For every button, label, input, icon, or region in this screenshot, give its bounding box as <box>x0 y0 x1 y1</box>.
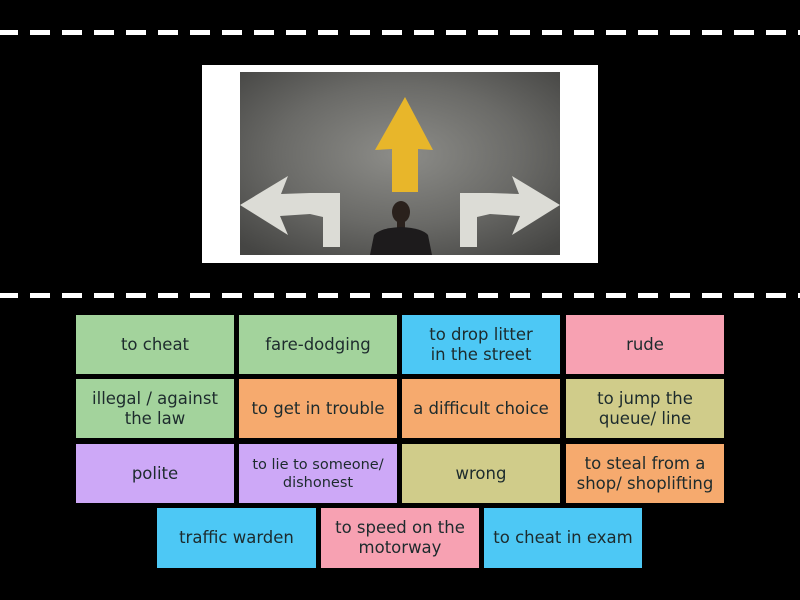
tile-label: illegal / against the law <box>92 388 218 428</box>
tile-to-speed[interactable]: to speed on the motorway <box>321 508 479 568</box>
tile-illegal[interactable]: illegal / against the law <box>76 379 234 438</box>
tile-traffic-warden[interactable]: traffic warden <box>157 508 316 568</box>
tile-polite[interactable]: polite <box>76 444 234 503</box>
man-silhouette <box>370 201 432 255</box>
tile-label: traffic warden <box>179 528 294 547</box>
tile-wrong[interactable]: wrong <box>402 444 560 503</box>
tile-label: to steal from a shop/ shoplifting <box>576 453 714 493</box>
tile-label: to lie to someone/ dishonest <box>252 456 384 491</box>
tile-to-drop-litter[interactable]: to drop litter in the street <box>402 315 560 374</box>
arrows-man-illustration <box>240 72 560 255</box>
tile-label: fare-dodging <box>265 334 371 354</box>
tile-fare-dodging[interactable]: fare-dodging <box>239 315 397 374</box>
tile-label: a difficult choice <box>413 398 549 418</box>
left-arrow-icon <box>240 176 340 247</box>
dashed-divider-bottom <box>0 293 800 298</box>
up-arrow-icon <box>375 97 433 192</box>
tile-label: to speed on the motorway <box>335 518 465 557</box>
tile-rude[interactable]: rude <box>566 315 724 374</box>
tile-label: rude <box>626 334 664 354</box>
tile-label: to jump the queue/ line <box>597 388 693 428</box>
tile-to-steal[interactable]: to steal from a shop/ shoplifting <box>566 444 724 503</box>
tile-label: to cheat in exam <box>493 528 633 547</box>
right-arrow-icon <box>460 176 560 247</box>
tile-label: to cheat <box>120 334 190 354</box>
tile-to-lie[interactable]: to lie to someone/ dishonest <box>239 444 397 503</box>
tile-label: polite <box>131 463 179 483</box>
tile-label: wrong <box>455 463 507 483</box>
tile-to-cheat-in-exam[interactable]: to cheat in exam <box>484 508 642 568</box>
tile-to-jump-the-queue[interactable]: to jump the queue/ line <box>566 379 724 438</box>
dashed-divider-top <box>0 30 800 35</box>
crossroads-image <box>240 72 560 255</box>
tile-to-cheat[interactable]: to cheat <box>76 315 234 374</box>
tile-label: to drop litter in the street <box>429 324 533 364</box>
question-image-frame <box>202 65 598 263</box>
tile-to-get-in-trouble[interactable]: to get in trouble <box>239 379 397 438</box>
tile-label: to get in trouble <box>251 398 385 418</box>
tile-a-difficult-choice[interactable]: a difficult choice <box>402 379 560 438</box>
